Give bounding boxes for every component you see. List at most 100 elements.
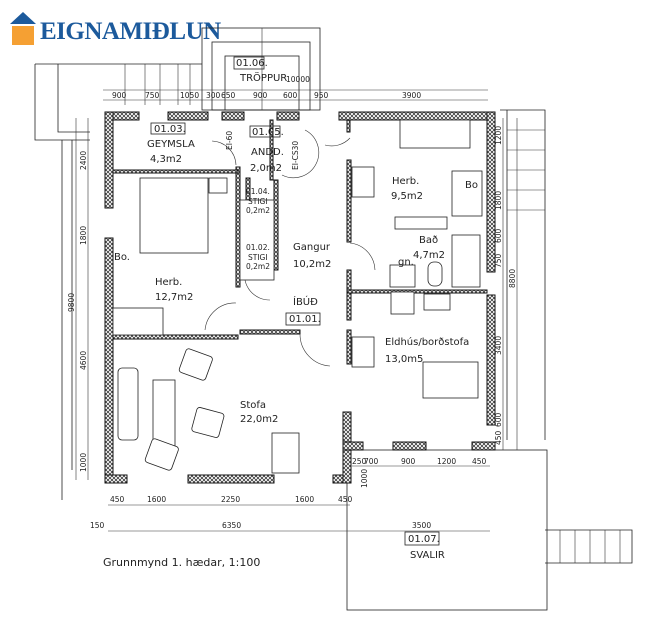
doors — [204, 129, 376, 367]
furniture — [112, 119, 483, 474]
dimension-label: 600 — [494, 412, 503, 427]
house-logo-icon — [10, 12, 36, 45]
room-eldhus: Eldhús/borðstofa 13,0m5 — [385, 336, 469, 365]
dimension-label: 1000 — [360, 469, 369, 488]
gn-label: gn. — [398, 257, 414, 268]
dimension-label: 1200 — [494, 126, 503, 145]
room-area: 13,0m5 — [385, 354, 423, 365]
dimension-label: 450 — [494, 430, 503, 445]
dimension-label: 900 — [112, 91, 127, 100]
room-name: Gangur — [293, 242, 331, 253]
dimension-label: 900 — [253, 91, 268, 100]
door-code: EI-CS30 — [291, 141, 300, 170]
room-svalir: 01.07. SVALIR — [404, 531, 445, 561]
room-name: Eldhús/borðstofa — [385, 336, 469, 348]
room-number: 01.03. — [154, 124, 186, 135]
room-name: Stofa — [240, 400, 266, 411]
eignamidlun-logo: EIGNAMIÐLUN — [10, 12, 221, 45]
dimension-label: 2250 — [221, 495, 240, 504]
dimensions-left: 2400 1800 9800 4600 1000 — [67, 118, 89, 480]
room-number: 01.06. — [236, 58, 268, 69]
bo-label-left: Bo. — [114, 252, 130, 263]
dimensions-top: 900 750 1050 300 650 900 600 950 3900 — [103, 89, 488, 101]
balcony-outline — [346, 449, 548, 611]
dimension-label: 1800 — [494, 191, 503, 210]
drawing-caption: Grunnmynd 1. hædar, 1:100 — [103, 556, 260, 569]
room-stigi-upper: 01.04. STIGI 0,2m2 — [246, 187, 270, 215]
room-number: 01.05. — [252, 127, 284, 138]
room-herbergi-small: Herb. 9,5m2 — [391, 176, 423, 202]
room-name: SVALIR — [410, 550, 445, 561]
room-area: 10,2m2 — [293, 259, 331, 270]
room-gangur: Gangur 10,2m2 — [293, 242, 331, 270]
dimension-label: 3400 — [494, 336, 503, 355]
room-number: 01.04. — [246, 187, 270, 196]
dimension-label: 750 — [494, 253, 503, 268]
side-stairs-left — [34, 63, 202, 500]
dimension-label: 1050 — [180, 91, 199, 100]
dimension-label: 3500 — [412, 521, 431, 530]
dimension-label: 900 — [401, 457, 416, 466]
dimension-label: 450 — [338, 495, 353, 504]
interior-walls — [112, 119, 488, 443]
dimensions-balcony: 250 700 900 1200 450 1000 — [352, 457, 490, 488]
dimension-label: 750 — [145, 91, 160, 100]
dimension-label: 600 — [283, 91, 298, 100]
room-area: 0,2m2 — [246, 206, 270, 215]
room-name: ANDD. — [251, 147, 284, 158]
room-number: 01.02. — [246, 243, 270, 252]
room-name: STIGI — [248, 197, 268, 206]
room-herbergi-large: Herb. 12,7m2 — [155, 277, 193, 303]
dimension-label: 10000 — [286, 75, 310, 84]
room-troppur: 01.06. TRÖPPUR 10000 — [233, 56, 310, 84]
room-name: Herb. — [155, 277, 182, 288]
dimension-label: 1200 — [437, 457, 456, 466]
dimension-label: 150 — [90, 521, 105, 530]
room-area: 2,0m2 — [250, 163, 282, 174]
dimension-label: 1600 — [147, 495, 166, 504]
room-name: Herb. — [392, 176, 419, 187]
room-name: Bað — [419, 235, 438, 246]
bo-label-right: Bo — [465, 180, 478, 191]
brand-name: EIGNAMIÐLUN — [40, 18, 221, 45]
dimension-label: 2400 — [79, 151, 88, 170]
dimensions-right: 1200 1800 600 750 8800 3400 600 450 — [494, 118, 518, 450]
dimension-label: 6350 — [222, 521, 241, 530]
room-area: 4,7m2 — [413, 250, 445, 261]
dimension-label: 1000 — [79, 453, 88, 472]
room-name: TRÖPPUR — [239, 71, 287, 84]
room-name: STIGI — [248, 253, 268, 262]
room-number-box — [150, 122, 186, 135]
dimension-label: 250 — [352, 457, 367, 466]
room-area: 22,0m2 — [240, 414, 278, 425]
dimension-label: 9800 — [67, 293, 76, 312]
exterior-walls — [104, 111, 496, 484]
entrance-stairs — [201, 27, 321, 111]
dimension-label: 450 — [472, 457, 487, 466]
dimension-label: 600 — [494, 228, 503, 243]
room-anddyri: 01.05. ANDD. 2,0m2 — [249, 125, 284, 174]
room-area: 9,5m2 — [391, 191, 423, 202]
room-number: 01.07. — [408, 534, 440, 545]
room-bad: Bað 4,7m2 — [413, 235, 445, 261]
dimensions-bottom: 450 1600 2250 1600 450 150 6350 3500 — [90, 495, 490, 532]
room-stofa: Stofa 22,0m2 — [240, 400, 278, 425]
door-code: EI-60 — [225, 131, 234, 150]
room-area: 4,3m2 — [150, 154, 182, 165]
room-stigi-lower: 01.02. STIGI 0,2m2 — [246, 243, 270, 271]
dimension-label: 4600 — [79, 351, 88, 370]
room-name: GEYMSLA — [147, 139, 195, 150]
side-stairs-right — [500, 109, 633, 564]
room-geymsla: 01.03. GEYMSLA 4,3m2 — [147, 122, 195, 165]
dimension-label: 450 — [110, 495, 125, 504]
room-name: ÍBÚÐ — [293, 295, 318, 308]
dimension-label: 650 — [221, 91, 236, 100]
room-area: 12,7m2 — [155, 292, 193, 303]
dimension-label: 950 — [314, 91, 329, 100]
room-area: 0,2m2 — [246, 262, 270, 271]
unit-ibud: ÍBÚÐ 01.01. — [285, 295, 321, 326]
dimension-label: 1600 — [295, 495, 314, 504]
dimension-label: 1800 — [79, 226, 88, 245]
room-number: 01.01. — [289, 314, 321, 325]
dimension-label: 300 — [206, 91, 221, 100]
